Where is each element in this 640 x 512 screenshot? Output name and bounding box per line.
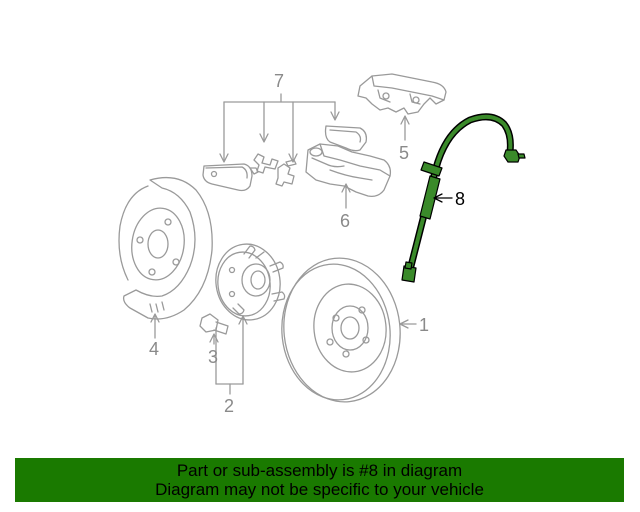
info-banner: Part or sub-assembly is #8 in diagram Di…	[15, 458, 624, 502]
callout-2: 2	[224, 396, 234, 416]
caliper-bracket[interactable]	[357, 73, 447, 141]
callout-5: 5	[399, 143, 409, 163]
brake-caliper[interactable]	[305, 143, 392, 209]
callout-6: 6	[340, 211, 350, 231]
brake-hose[interactable]	[401, 113, 526, 283]
callout-7: 7	[274, 71, 284, 91]
callout-8: 8	[455, 189, 465, 209]
parts-diagram: 7 5 8 6 1 4 3 2	[118, 71, 526, 416]
brake-rotor[interactable]	[275, 252, 417, 407]
banner-line-2: Diagram may not be specific to your vehi…	[155, 480, 484, 499]
callout-1: 1	[419, 315, 429, 335]
brake-pad-kit[interactable]	[202, 93, 368, 192]
banner-line-1: Part or sub-assembly is #8 in diagram	[176, 461, 463, 480]
hub-bolt[interactable]	[199, 313, 229, 345]
callout-3: 3	[208, 347, 218, 367]
callout-4: 4	[149, 339, 159, 359]
hub-bearing[interactable]	[211, 240, 286, 395]
splash-shield[interactable]	[118, 176, 213, 339]
